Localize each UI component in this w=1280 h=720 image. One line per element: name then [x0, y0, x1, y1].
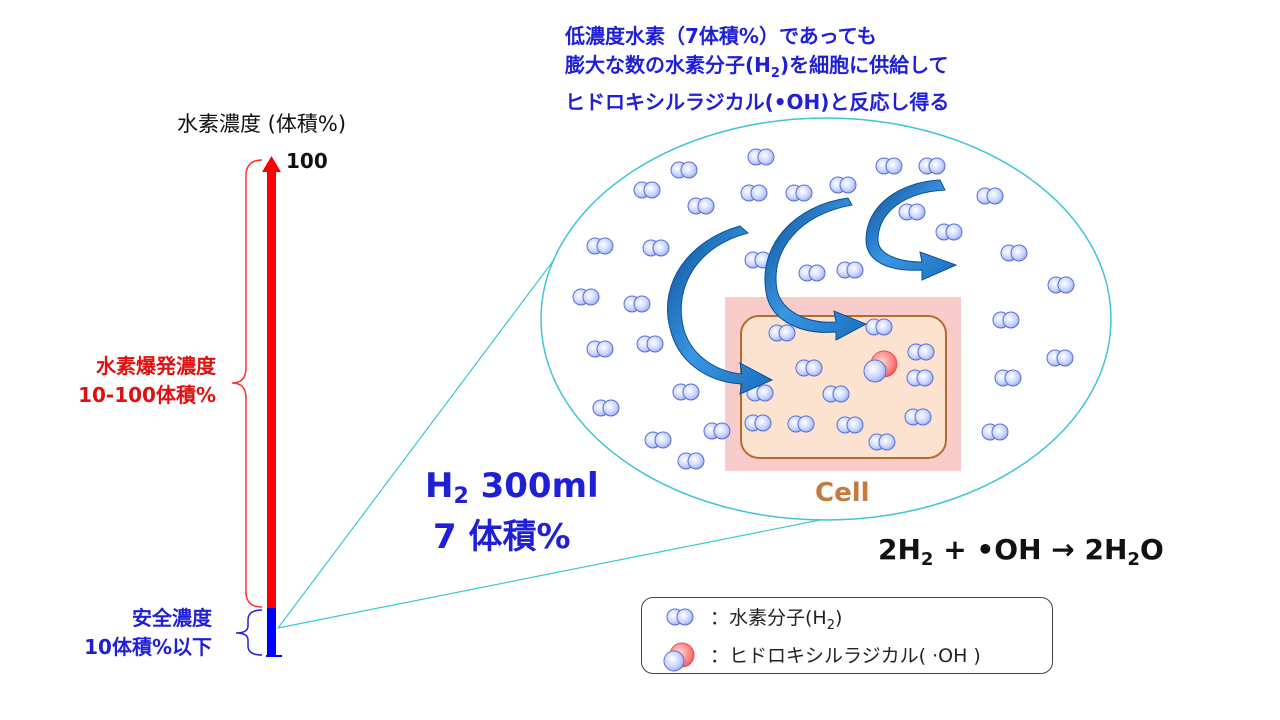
hydrogen-molecule — [572, 288, 600, 306]
hydrogen-molecules — [572, 148, 1075, 470]
axis-title: 水素濃度 (体積%) — [177, 112, 347, 136]
hydrogen-molecule — [875, 157, 903, 175]
hydrogen-molecule — [906, 369, 934, 387]
legend-molecule-sub: 2 — [826, 617, 835, 633]
equation-part-b: + •OH → 2H — [933, 533, 1128, 566]
equation-sub-b: 2 — [1127, 549, 1140, 570]
hydrogen-molecule — [633, 181, 661, 199]
h2-flow-arrows — [666, 179, 958, 395]
h2-amount-sub: 2 — [453, 484, 469, 509]
legend-row-molecule: ：水素分子(H2) — [710, 603, 842, 633]
hydrogen-molecule — [747, 148, 775, 166]
hydrogen-molecule — [740, 184, 768, 202]
hydrogen-molecule — [994, 369, 1022, 387]
hydrogen-molecule — [744, 414, 772, 432]
hydrogen-molecule — [672, 383, 700, 401]
legend-molecule-icon — [666, 608, 694, 626]
top-note-line-2-a: 膨大な数の水素分子(H — [565, 53, 771, 77]
explosive-range-bar — [267, 170, 276, 610]
legend-row-radical: ：ヒドロキシルラジカル( ·OH ) — [710, 645, 981, 667]
hydrogen-molecule — [623, 295, 651, 313]
hydrogen-molecule — [687, 197, 715, 215]
h2-amount-line-2: 7 体積% — [433, 517, 571, 557]
hydrogen-molecule — [744, 251, 772, 269]
explosive-range-label-line-1: 水素爆発濃度 — [96, 354, 216, 378]
hydrogen-molecule — [670, 161, 698, 179]
hydrogen-molecule — [868, 433, 896, 451]
hydrogen-molecule — [907, 343, 935, 361]
h2-amount-volume: 300ml — [468, 466, 599, 506]
hydrogen-molecule — [1046, 349, 1074, 367]
cell-label: Cell — [815, 478, 870, 508]
hydroxyl-radical-in-cell — [863, 350, 898, 383]
hydrogen-molecule — [644, 431, 672, 449]
hydrogen-molecule — [642, 239, 670, 257]
hydrogen-molecule — [976, 187, 1004, 205]
hydrogen-molecule — [1047, 276, 1075, 294]
hydrogen-molecule — [836, 416, 864, 434]
explosive-range-brace — [231, 159, 263, 608]
hydrogen-molecule — [586, 237, 614, 255]
flow-arrow-3 — [865, 179, 958, 281]
safe-range-label-line-1: 安全濃度 — [132, 606, 212, 630]
hydrogen-molecule — [822, 385, 850, 403]
top-note-line-3: ヒドロキシルラジカル(•OH)と反応し得る — [565, 90, 950, 114]
hydrogen-molecule — [992, 311, 1020, 329]
reaction-equation: 2H2 + •OH → 2H2O — [878, 533, 1164, 570]
hydrogen-molecule — [787, 415, 815, 433]
explosive-range-label-line-2: 10-100体積% — [78, 383, 216, 407]
hydrogen-molecule — [898, 203, 926, 221]
zoom-line-bottom — [277, 519, 821, 629]
safe-range-label-line-2: 10体積%以下 — [84, 635, 212, 659]
legend-box: ：水素分子(H2) ：ヒドロキシルラジカル( ·OH ) — [641, 597, 1053, 674]
hydrogen-molecule — [703, 422, 731, 440]
legend-molecule-text: ：水素分子(H — [710, 607, 827, 629]
top-note-line-1: 低濃度水素（7体積%）であっても — [565, 24, 877, 48]
top-note-line-2-b: )を細胞に供給して — [779, 53, 949, 77]
top-note-line-2: 膨大な数の水素分子(H2)を細胞に供給して — [565, 51, 949, 88]
top-note-line-2-sub: 2 — [770, 66, 780, 81]
hydrogen-molecule — [829, 176, 857, 194]
hydrogen-molecule — [798, 264, 826, 282]
hydrogen-molecule — [586, 340, 614, 358]
bar-arrowhead — [262, 156, 281, 172]
hydrogen-molecule — [981, 423, 1009, 441]
safe-range-brace — [235, 609, 263, 656]
hydrogen-molecule — [592, 399, 620, 417]
hydrogen-molecule — [795, 359, 823, 377]
explosive-range-label: 水素爆発濃度 10-100体積% — [66, 352, 216, 410]
flow-arrow-2 — [764, 197, 868, 341]
hydrogen-molecule — [935, 223, 963, 241]
equation-part-a: 2H — [878, 533, 921, 566]
zoom-line-top — [277, 224, 581, 629]
flow-arrow-1 — [666, 225, 774, 395]
hydrogen-molecule — [768, 324, 796, 342]
h2-amount-label: H2 300ml 7 体積% — [425, 466, 599, 557]
legend-molecule-close: ) — [834, 607, 843, 629]
hydrogen-molecule — [636, 335, 664, 353]
equation-part-c: O — [1139, 533, 1164, 566]
h2-amount-h: H — [425, 466, 454, 506]
hydrogen-molecule — [1000, 244, 1028, 262]
hydrogen-molecule — [865, 318, 893, 336]
h2-amount-line-1: H2 300ml — [425, 466, 599, 517]
safe-range-label: 安全濃度 10体積%以下 — [62, 604, 212, 662]
hydrogen-molecule — [836, 261, 864, 279]
hydrogen-molecule — [904, 408, 932, 426]
axis-top-value: 100 — [286, 149, 328, 173]
safe-range-bar — [267, 608, 276, 656]
hydrogen-molecule — [918, 157, 946, 175]
hydrogen-molecule — [785, 184, 813, 202]
legend-radical-icon — [663, 642, 695, 672]
top-note: 低濃度水素（7体積%）であっても 膨大な数の水素分子(H2)を細胞に供給して ヒ… — [565, 22, 949, 117]
hydrogen-molecule — [677, 452, 705, 470]
equation-sub-a: 2 — [920, 549, 934, 570]
